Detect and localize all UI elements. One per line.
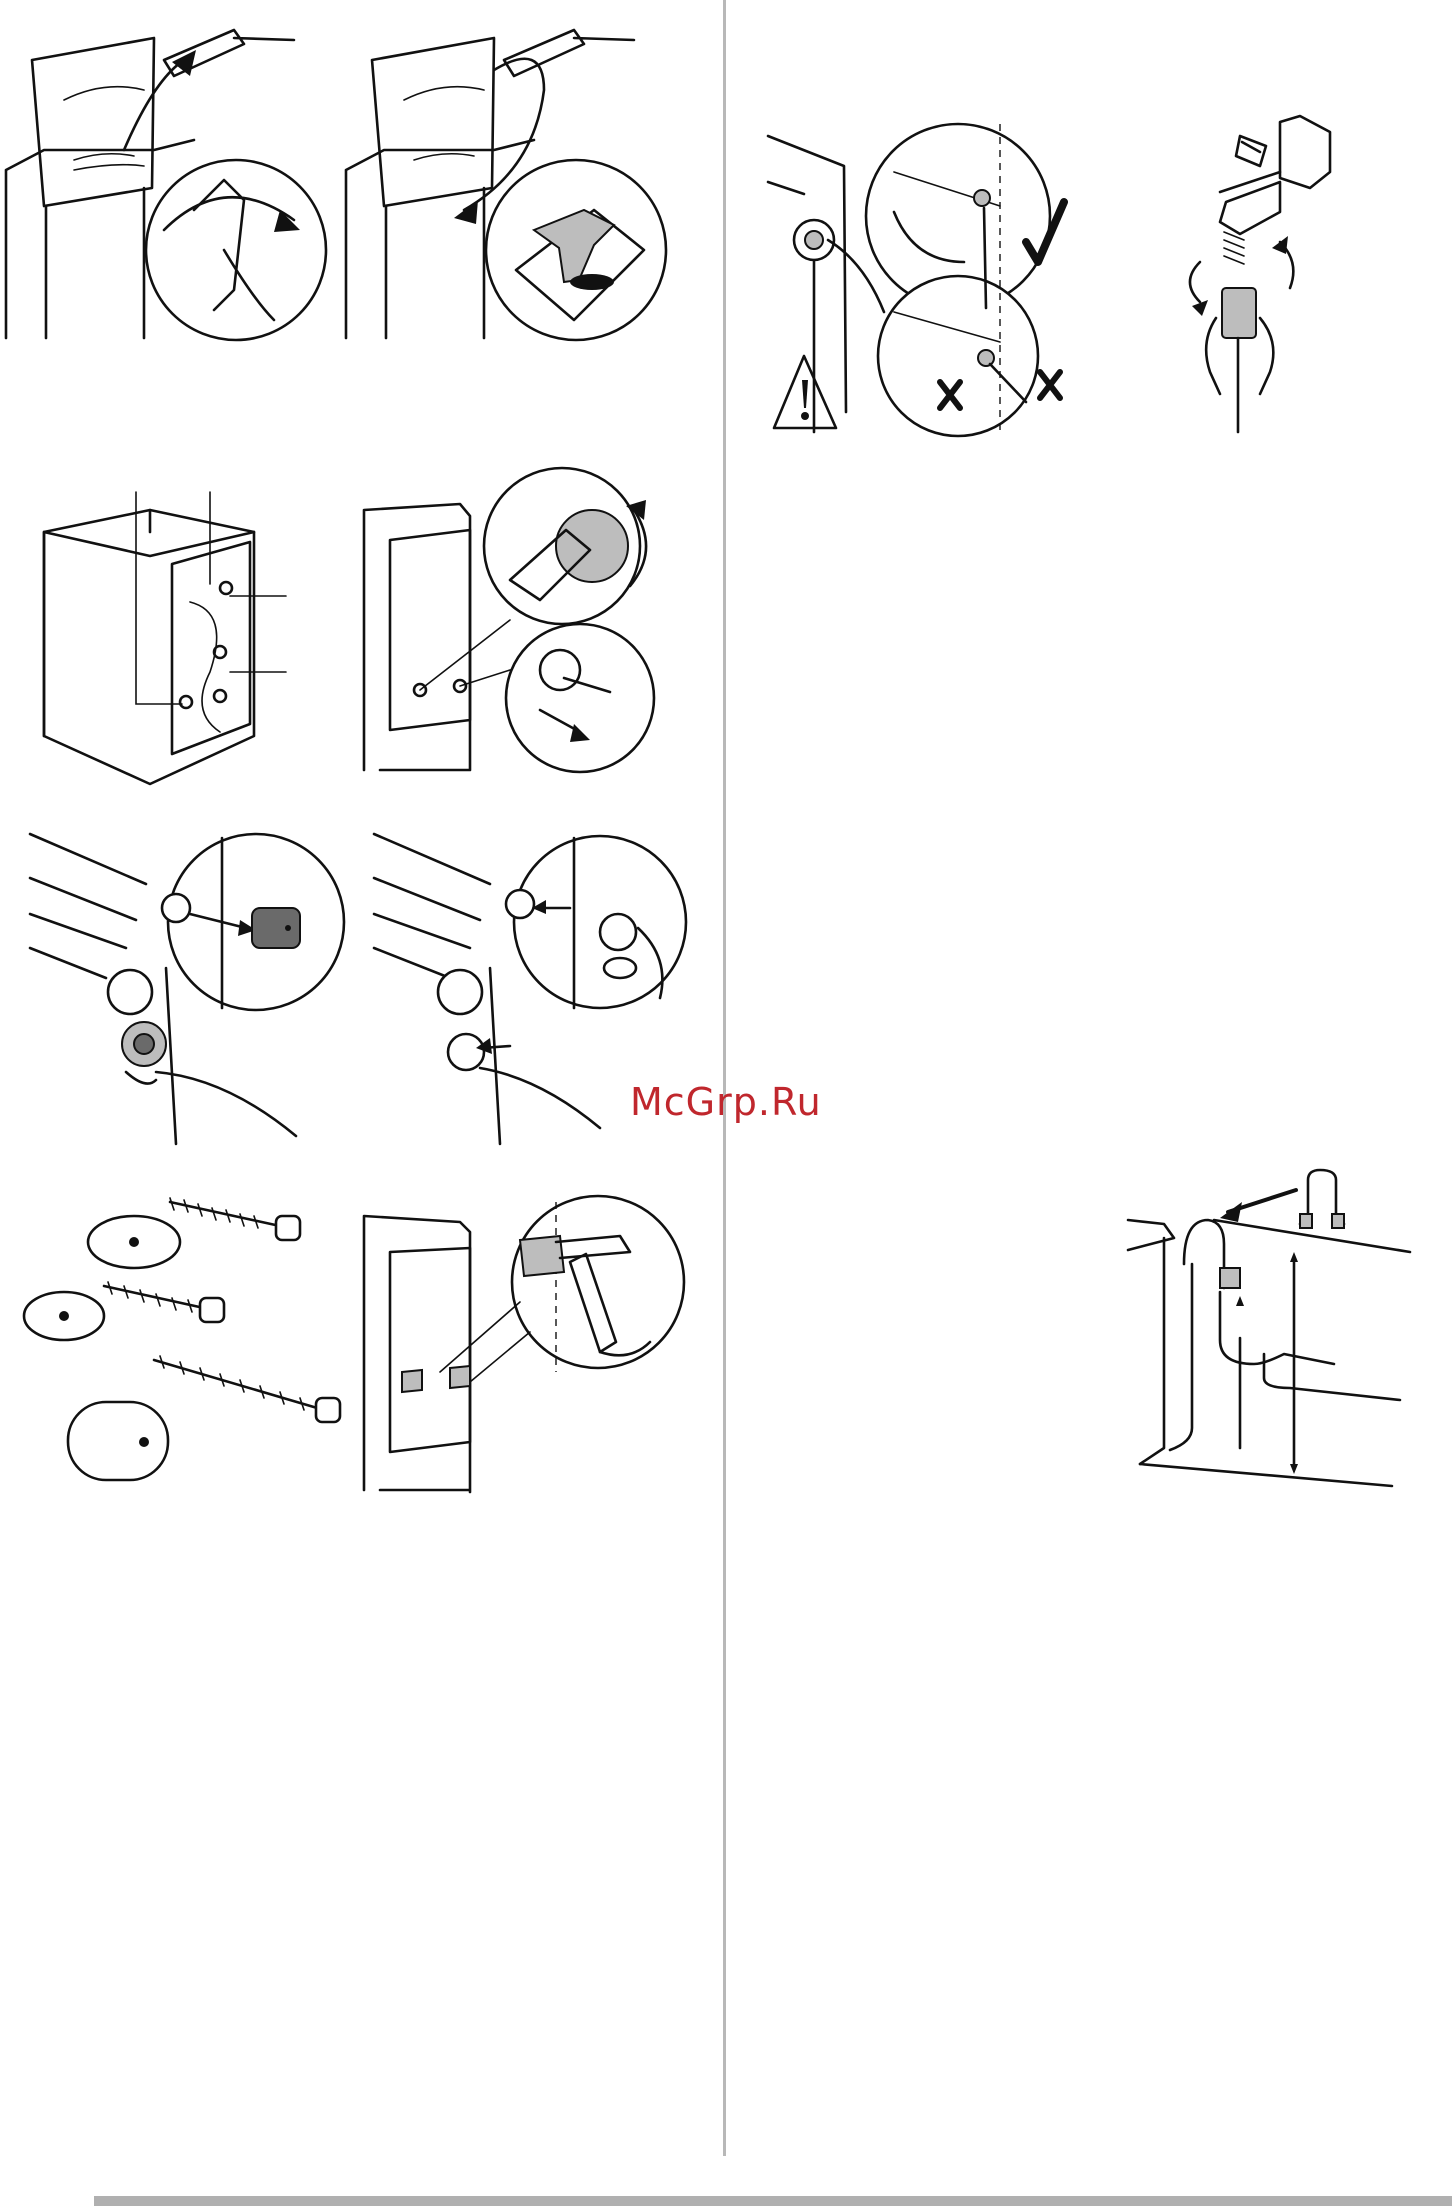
polystyrene-support-illustration — [344, 20, 664, 340]
lid-and-transit-piece-illustration — [4, 20, 324, 340]
inlet-hose-orientation-illustration — [764, 112, 1084, 432]
watermark-text: McGrp.Ru — [630, 1080, 822, 1124]
unscrew-bolts-illustration — [360, 470, 690, 780]
rear-panel-bolts-illustration — [40, 492, 300, 792]
footer-bar — [94, 2196, 1452, 2206]
cut-hose-guide-illustration — [360, 1192, 690, 1492]
remove-spacers-illustration — [26, 828, 336, 1144]
drain-hose-siphon-illustration — [1124, 1168, 1414, 1498]
tap-connection-illustration — [1180, 112, 1370, 432]
bolts-washers-spacers-illustration — [24, 1182, 334, 1482]
column-divider — [723, 0, 726, 2156]
